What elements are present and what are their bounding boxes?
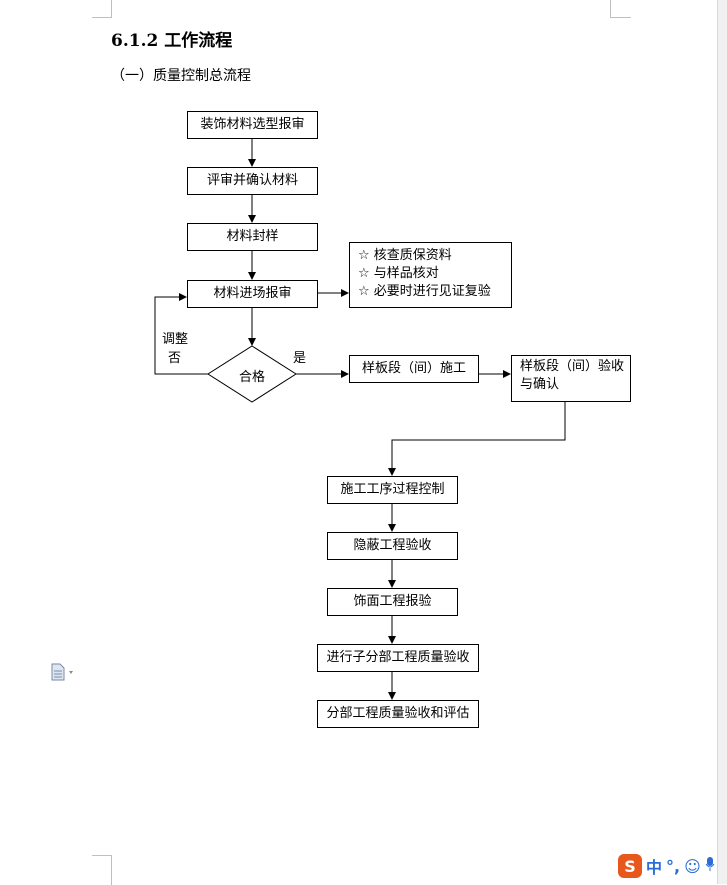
step-label: 评审并确认材料 <box>206 173 298 188</box>
step-sample-construction: 样板段（间）施工 <box>349 355 479 383</box>
step-label: 进行子分部工程质量验收 <box>326 650 470 665</box>
decision-diamond <box>207 345 297 403</box>
check-item: ☆ 与样品核对 <box>358 266 439 281</box>
arrow-accept-process <box>388 402 566 476</box>
step-hidden-works: 隐蔽工程验收 <box>327 532 458 560</box>
step-label: 材料进场报审 <box>213 286 292 301</box>
step-label: 与确认 <box>520 377 560 392</box>
step-material-selection: 装饰材料选型报审 <box>187 111 318 139</box>
no-label: 否 <box>168 351 182 366</box>
page-corner-mark <box>92 855 112 885</box>
step-label: 样板段（间）验收 <box>520 359 625 374</box>
yes-label: 是 <box>293 351 307 366</box>
ime-mode-button[interactable]: 中 <box>646 858 663 877</box>
step-review-confirm: 评审并确认材料 <box>187 167 318 195</box>
ime-toolbar[interactable]: S 中 °, ☺ <box>618 852 718 880</box>
checks-box: ☆ 核查质保资料 ☆ 与样品核对 ☆ 必要时进行见证复验 <box>349 242 512 308</box>
adjust-label: 调整 <box>162 332 189 347</box>
page-corner-mark <box>610 0 631 18</box>
step-label: 装饰材料选型报审 <box>200 117 305 132</box>
document-options-icon[interactable] <box>50 663 78 681</box>
step-division-acceptance: 分部工程质量验收和评估 <box>317 700 479 728</box>
step-label: 材料封样 <box>226 229 279 244</box>
step-label: 饰面工程报验 <box>353 594 432 609</box>
step-label: 施工工序过程控制 <box>340 482 445 497</box>
page-corner-mark <box>92 0 112 18</box>
arrow-no-loop <box>154 293 209 375</box>
check-item: ☆ 必要时进行见证复验 <box>358 284 491 299</box>
step-label: 分部工程质量验收和评估 <box>326 706 470 721</box>
step-sub-division-acceptance: 进行子分部工程质量验收 <box>317 644 479 672</box>
ime-punct-button[interactable]: °, <box>666 856 681 876</box>
check-item: ☆ 核查质保资料 <box>358 248 452 263</box>
subsection-heading: （一）质量控制总流程 <box>111 68 251 84</box>
step-label: 隐蔽工程验收 <box>353 538 432 553</box>
section-heading: 6.1.2 工作流程 <box>111 31 233 51</box>
step-sample-acceptance: 样板段（间）验收 与确认 <box>511 355 631 402</box>
step-process-control: 施工工序过程控制 <box>327 476 458 504</box>
microphone-icon[interactable] <box>705 856 715 876</box>
ime-logo-icon[interactable]: S <box>618 854 642 878</box>
scrollbar-track[interactable] <box>717 0 727 884</box>
step-material-entry: 材料进场报审 <box>187 280 318 308</box>
step-finish-inspection: 饰面工程报验 <box>327 588 458 616</box>
step-material-seal: 材料封样 <box>187 223 318 251</box>
step-label: 样板段（间）施工 <box>361 361 466 376</box>
decision-label: 合格 <box>239 370 266 385</box>
smiley-icon[interactable]: ☺ <box>684 856 701 876</box>
